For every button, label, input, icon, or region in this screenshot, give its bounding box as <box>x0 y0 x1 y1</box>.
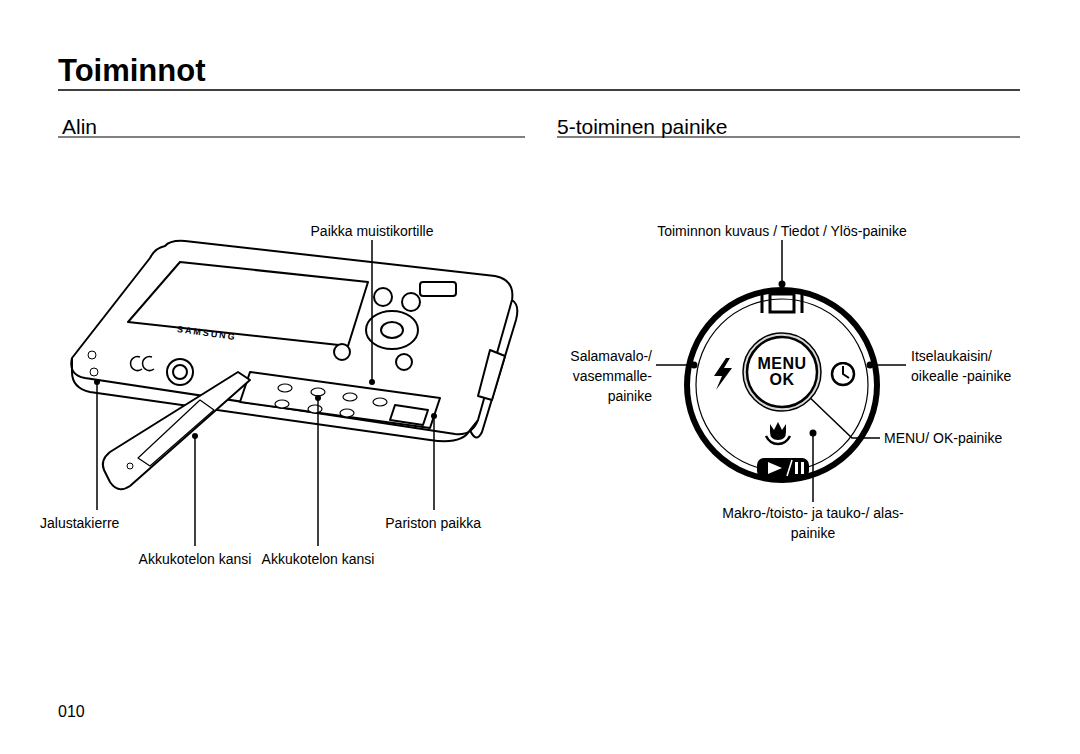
battery-compartment <box>240 372 440 428</box>
leader-line <box>96 382 98 510</box>
page-number: 010 <box>58 702 118 722</box>
leader-lines <box>97 240 434 546</box>
button <box>374 288 392 306</box>
battery-lock <box>390 405 428 425</box>
part-label: Pariston paikka <box>340 513 481 533</box>
dial-center <box>381 322 403 338</box>
slot-hole <box>343 393 357 401</box>
camera-back <box>71 241 512 434</box>
button <box>396 354 412 370</box>
page-title: Toiminnot <box>58 52 206 90</box>
button <box>334 344 350 360</box>
leader-line <box>194 436 196 546</box>
section-heading: Alin <box>62 114 262 139</box>
menu-ok-button: MENU OK <box>742 332 822 412</box>
leader-line <box>371 240 373 382</box>
display-icon <box>770 294 794 312</box>
slot-hole <box>308 405 322 413</box>
part-label: Itselaukaisin/ oikealle -painike <box>911 346 1041 386</box>
leader-dot <box>431 413 437 419</box>
macro-icon <box>766 436 790 444</box>
part-label: Toiminnon kuvaus / Tiedot / Ylös-painike <box>612 221 952 241</box>
leader-dot <box>315 395 321 401</box>
display-icon <box>761 293 764 313</box>
rule <box>58 89 1020 91</box>
display-icon <box>801 293 804 313</box>
rule <box>58 137 525 138</box>
timer-icon <box>843 366 849 378</box>
dial-inner <box>696 299 868 471</box>
slot-hole <box>373 398 387 406</box>
leader-dot <box>691 362 698 369</box>
tripod-thread <box>173 365 187 379</box>
leader-dot <box>810 430 817 437</box>
macro-icon <box>770 422 786 440</box>
leader-dots <box>94 379 437 439</box>
leader-line <box>433 416 435 510</box>
leader-dot <box>779 281 786 288</box>
leader-line <box>804 392 880 438</box>
button-rim <box>743 333 821 411</box>
camera-drawing <box>71 241 517 489</box>
symbol <box>90 368 98 376</box>
leader-dot <box>94 379 100 385</box>
cover-detail <box>127 463 133 469</box>
slot-hole <box>278 384 292 392</box>
dial-ring <box>687 290 877 480</box>
cover-detail <box>138 400 214 466</box>
play-pause-icon <box>787 460 792 476</box>
part-label: Salamavalo-/ vasemmalle- painike <box>556 346 652 406</box>
leader-dot <box>192 433 198 439</box>
slot-hole <box>275 400 289 408</box>
leader-line <box>781 240 783 284</box>
battery-cover <box>103 372 250 489</box>
leader-line <box>812 433 814 502</box>
timer-gap <box>839 358 847 362</box>
leader-line <box>317 398 319 546</box>
part-label: Makro-/toisto- ja tauko-/ alas-painike <box>718 503 908 543</box>
camera-bottom-edge <box>72 358 478 441</box>
section-heading: 5-toiminen painike <box>557 114 857 139</box>
button-text: MENU OK <box>756 356 808 388</box>
timer-icon <box>832 363 854 385</box>
part-label: Paikka muistikortille <box>272 221 472 241</box>
part-label: Akkukotelon kansi <box>100 549 290 569</box>
play-pause-icon <box>795 462 798 474</box>
part-label: Jalustakierre <box>40 513 170 533</box>
slot-hole <box>340 409 354 417</box>
button-face <box>747 337 817 407</box>
play-pause-icon <box>757 458 809 478</box>
flash-icon <box>714 358 732 390</box>
slot-hole <box>311 388 325 396</box>
part-label: MENU/ OK-painike <box>884 428 1044 448</box>
leader-line <box>870 364 906 366</box>
dial <box>366 311 418 349</box>
leader-line <box>656 364 694 366</box>
strap-holder <box>478 350 505 400</box>
play-pause-icon <box>801 462 804 474</box>
leader-dots <box>691 281 874 437</box>
tripod-socket <box>167 359 193 385</box>
part-label: Akkukotelon kansi <box>223 549 413 569</box>
leader-lines <box>656 240 906 502</box>
camera-side <box>470 300 517 438</box>
leader-dot <box>867 362 874 369</box>
button <box>402 293 420 311</box>
ce-mark <box>131 357 154 371</box>
zoom-switch <box>420 282 456 296</box>
leader-dot <box>369 379 375 385</box>
five-way-dial <box>687 290 877 480</box>
play-pause-icon <box>768 462 782 474</box>
lcd-screen <box>128 262 368 346</box>
symbol <box>88 351 96 359</box>
